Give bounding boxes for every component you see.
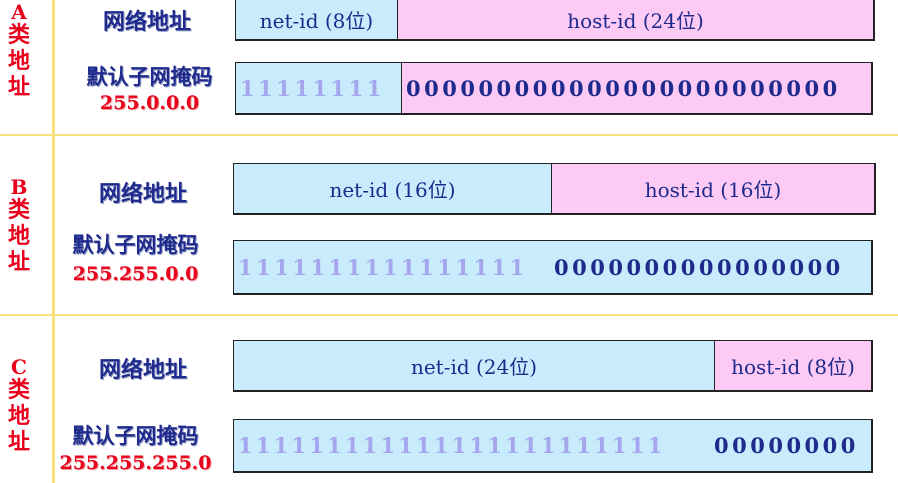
class-b-mask-bar: 1111111111111111 0000000000000000 (233, 240, 873, 295)
class-a-mask-zeros: 000000000000000000000000 (401, 63, 871, 113)
class-b-network-title: 网络地址 (98, 182, 187, 207)
class-c-mask-bar: 111111111111111111111111 00000000 (233, 419, 873, 473)
class-c-mask-title: 默认子网掩码 (72, 424, 199, 448)
class-a-mask-title: 默认子网掩码 (86, 65, 213, 89)
class-b-address-bar: net-id (16位) host-id (16位) (233, 163, 876, 215)
section-divider-a-b (0, 134, 898, 136)
class-b-net-id: net-id (16位) (234, 164, 551, 213)
section-divider-b-c (0, 314, 898, 316)
class-b-mask-ones: 1111111111111111 (238, 254, 528, 280)
class-c-host-id: host-id (8位) (714, 341, 871, 390)
class-c-mask-zeros: 00000000 (714, 433, 859, 458)
class-c-network-title: 网络地址 (98, 358, 187, 383)
class-c-label: C 类 地 址 (7, 355, 30, 456)
class-c-net-id: net-id (24位) (234, 341, 714, 390)
class-c-mask-value: 255.255.255.0 (59, 452, 212, 474)
class-a-host-id: host-id (24位) (397, 0, 873, 39)
class-b-mask-title: 默认子网掩码 (72, 233, 199, 257)
class-a-mask-bar: 11111111 000000000000000000000000 (235, 62, 873, 115)
class-b-mask-value: 255.255.0.0 (72, 263, 199, 285)
class-c-mask-ones: 111111111111111111111111 (238, 433, 666, 458)
class-c-address-bar: net-id (24位) host-id (8位) (233, 340, 873, 392)
class-a-address-bar: net-id (8位) host-id (24位) (235, 0, 875, 41)
vertical-divider (52, 0, 55, 483)
class-a-network-title: 网络地址 (102, 10, 191, 35)
class-a-label: A 类 地 址 (7, 0, 30, 101)
class-b-host-id: host-id (16位) (551, 164, 874, 213)
class-a-mask-value: 255.0.0.0 (99, 92, 200, 114)
class-a-mask-ones: 11111111 (236, 63, 401, 113)
class-a-net-id: net-id (8位) (236, 0, 397, 39)
class-b-mask-zeros: 0000000000000000 (554, 254, 844, 280)
class-b-label: B 类 地 址 (7, 175, 30, 276)
